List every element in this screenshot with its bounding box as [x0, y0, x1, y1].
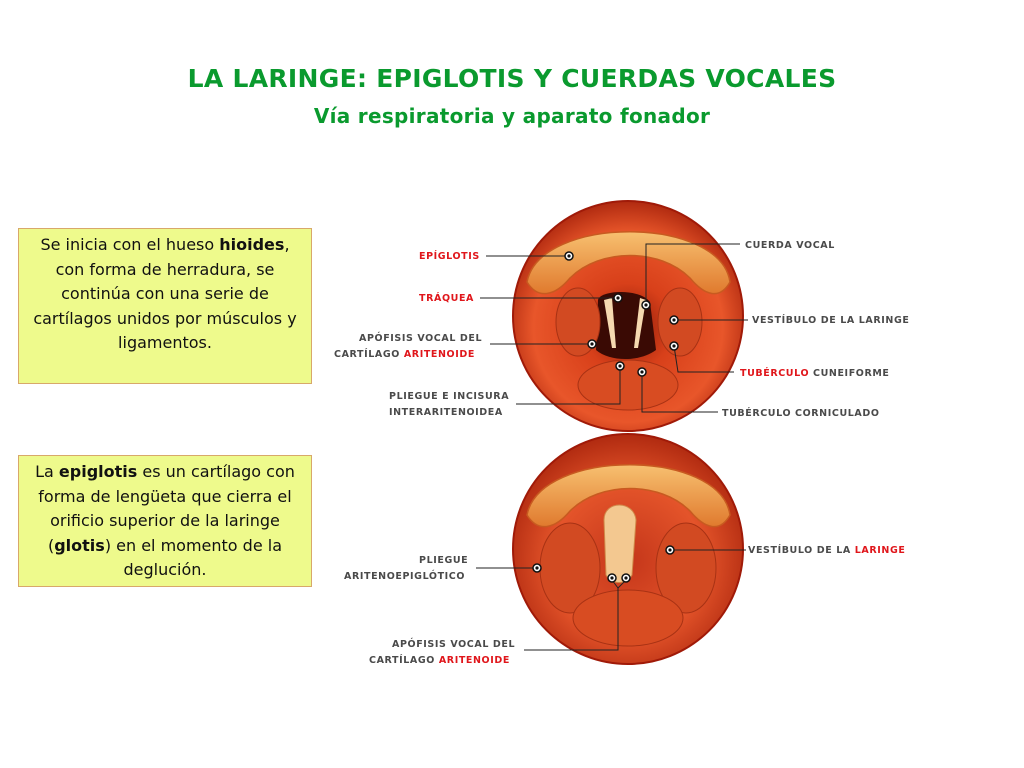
info-box-epiglotis: La epiglotis es un cartílago con forma d…	[18, 455, 312, 587]
info-box-hioides: Se inicia con el hueso hioides, con form…	[18, 228, 312, 384]
box2-text-1: La	[35, 462, 59, 481]
box2-text-3: ) en el momento de la deglución.	[104, 535, 283, 580]
label-tuberculo-b: CUNEIFORME	[809, 368, 889, 379]
top-markers	[564, 251, 679, 377]
top-leader-lines	[480, 243, 748, 413]
bottom-markers	[532, 545, 675, 583]
box1-text-1: Se inicia con el hueso	[40, 235, 215, 254]
label-traquea: TRÁQUEA	[419, 292, 474, 304]
label-apofisis-bottom-1: APÓFISIS VOCAL DEL	[392, 638, 515, 650]
box2-bold-glotis: glotis	[54, 535, 105, 555]
label-apofisis-bottom-2b: ARITENOIDE	[439, 655, 510, 666]
larynx-view-top	[512, 200, 744, 432]
label-vestibulo-bottom-b: LARINGE	[855, 545, 906, 556]
label-pliegue-incisura-1: PLIEGUE E INCISURA	[389, 391, 509, 402]
box2-bold-epiglotis: epiglotis	[58, 462, 138, 481]
label-tuberculo-cuneiforme: TUBÉRCULO CUNEIFORME	[740, 367, 890, 379]
label-apofisis-top-1: APÓFISIS VOCAL DEL	[359, 332, 482, 344]
label-epiglotis: EPÍGLOTIS	[419, 250, 480, 262]
label-tuberculo-corniculado: TUBÉRCULO CORNICULADO	[722, 407, 880, 419]
label-vestibulo-top: VESTÍBULO DE LA LARINGE	[752, 314, 909, 326]
page-title: LA LARINGE: EPIGLOTIS Y CUERDAS VOCALES	[187, 64, 837, 93]
box1-bold-hioides: hioides	[219, 235, 285, 254]
label-apofisis-top-2a: CARTÍLAGO	[334, 348, 404, 360]
label-cuerda-vocal: CUERDA VOCAL	[745, 240, 835, 251]
label-apofisis-top-2b: ARITENOIDE	[404, 349, 475, 360]
box2-text-2: es un cartílago con forma de lengüeta qu…	[38, 462, 295, 555]
label-pliegue-incisura-2: INTERARITENOIDEA	[389, 407, 503, 418]
label-vestibulo-bottom-a: VESTÍBULO DE LA	[748, 544, 855, 556]
label-pliegue-2: ARITENOEPIGLÓTICO	[344, 570, 465, 582]
page-subtitle: Vía respiratoria y aparato fonador	[313, 104, 711, 128]
label-vestibulo-bottom: VESTÍBULO DE LA LARINGE	[748, 544, 905, 556]
larynx-view-bottom	[512, 433, 744, 665]
box1-text-2: , con forma de herradura, se continúa co…	[33, 235, 297, 352]
label-pliegue-1: PLIEGUE	[419, 555, 468, 566]
label-apofisis-bottom-2: CARTÍLAGO ARITENOIDE	[369, 654, 510, 666]
label-tuberculo-a: TUBÉRCULO	[740, 367, 809, 379]
label-apofisis-bottom-2a: CARTÍLAGO	[369, 654, 439, 666]
label-apofisis-top-2: CARTÍLAGO ARITENOIDE	[334, 348, 475, 360]
